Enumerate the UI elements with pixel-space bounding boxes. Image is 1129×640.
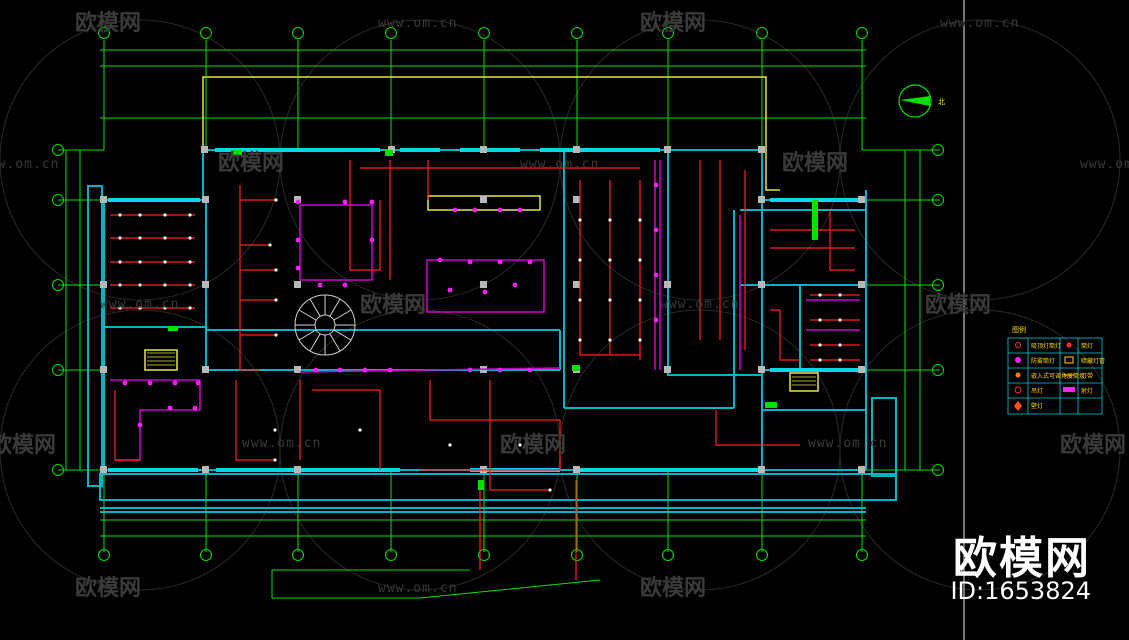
watermark-brand: 欧模网 [640, 575, 706, 601]
fixture-outlines [110, 160, 860, 461]
legend-symbols [1014, 342, 1075, 411]
legend-row-4-left: 吊灯 [1031, 387, 1043, 395]
watermark-url: www.om.cn [808, 436, 887, 451]
watermark-url: www.om.cn [0, 157, 59, 172]
watermark-url: www.om.cn [940, 16, 1019, 31]
fixture-dots [118, 198, 842, 492]
watermark-brand: 欧模网 [75, 10, 141, 36]
watermark-brand: 欧模网 [1060, 432, 1126, 458]
axis-grid [52, 27, 944, 599]
watermark-brand: 欧模网 [640, 10, 706, 36]
watermark-url: www.om.cn [1080, 157, 1129, 172]
brand-logo-text: 欧模网 [953, 533, 1091, 584]
watermark-brand: 欧模网 [782, 150, 848, 176]
stair-hatch [147, 352, 816, 386]
legend-row-3-left: 嵌入式可调角度筒灯 [1031, 372, 1085, 380]
watermark-url: www.om.cn [100, 297, 179, 312]
legend-row-1-left: 吸顶灯筒灯 [1031, 342, 1061, 350]
legend-title: 图例 [1012, 325, 1026, 334]
watermark-brand: 欧模网 [925, 292, 991, 318]
model-id: ID:1653824 [950, 577, 1091, 605]
watermark-url: www.om.cn [378, 581, 457, 596]
watermark-url: www.om.cn [520, 157, 599, 172]
north-label: 北 [938, 98, 945, 106]
spiral-staircase [294, 294, 356, 356]
watermark-brand: 欧模网 [0, 432, 56, 458]
walls [87, 148, 897, 513]
legend-row-5-left: 壁灯 [1031, 402, 1043, 410]
watermark-url: www.om.cn [660, 297, 739, 312]
watermark-text: 欧模网 欧模网 www.om.cn www.om.cn 欧模网 欧模网 www.… [0, 10, 1129, 601]
downlights-magenta [122, 182, 659, 428]
watermark-brand: 欧模网 [500, 432, 566, 458]
watermark-url: www.om.cn [378, 16, 457, 31]
watermark-brand: 欧模网 [75, 575, 141, 601]
outline-yellow [144, 76, 819, 392]
circuits [110, 160, 860, 580]
legend-row-2-right: 暗藏灯管 [1081, 357, 1105, 365]
columns [100, 146, 865, 473]
legend-row-2-left: 防雾筒灯 [1031, 357, 1055, 365]
legend: 图例 吸顶灯筒灯 筒灯 防雾筒灯 暗藏灯管 嵌入式可调角度筒灯 灯带 [1007, 325, 1105, 415]
switch-markers [168, 150, 818, 490]
legend-row-3-right: 灯带 [1081, 372, 1093, 380]
watermark-circles [0, 19, 1121, 591]
legend-row-1-right: 筒灯 [1081, 342, 1093, 350]
legend-row-4-right: 射灯 [1081, 387, 1093, 395]
watermark-brand: 欧模网 [360, 292, 426, 318]
watermark-url: www.om.cn [242, 436, 321, 451]
watermark-brand: 欧模网 [218, 150, 284, 176]
north-arrow: 北 [898, 84, 945, 118]
